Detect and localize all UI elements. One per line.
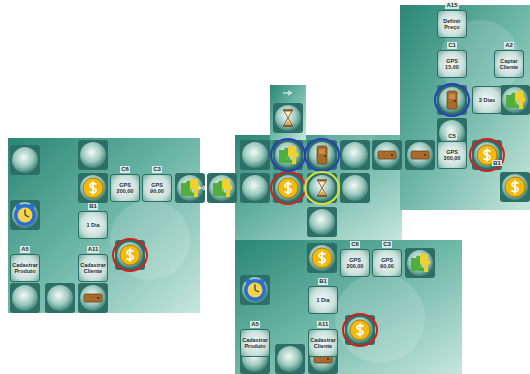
- tile-text: Captar Cliente: [494, 50, 524, 78]
- board-tile: A11Cadastrar Cliente: [308, 321, 338, 357]
- board-tile: B11 Dia: [78, 203, 108, 239]
- board-tile: C3GPS 90,00: [372, 241, 402, 277]
- board-tile: C5GPS 300,00: [437, 133, 467, 169]
- board-tile: A5Cadastrar Produto: [10, 246, 40, 282]
- tile-code: C5: [447, 133, 457, 140]
- tile-code: A5: [20, 246, 30, 253]
- board-tile: C1GPS 15,00: [437, 42, 467, 78]
- tile-code: A15: [445, 2, 458, 9]
- board-tile: A5Cadastrar Produto: [240, 321, 270, 357]
- tile-code: A2: [504, 42, 514, 49]
- tile-text: 1 Dia: [78, 211, 108, 239]
- tile-code: C1: [447, 42, 457, 49]
- board-tile: C6GPS 200,00: [110, 166, 140, 202]
- tile-text: Cadastrar Cliente: [78, 254, 108, 282]
- tile-text: Cadastrar Produto: [10, 254, 40, 282]
- board-tile: A2Captar Cliente: [494, 42, 524, 78]
- board-tile: A11Cadastrar Cliente: [78, 246, 108, 282]
- tile-text: GPS 15,00: [437, 50, 467, 78]
- tile-code: C6: [350, 241, 360, 248]
- board-tile: 2 Dias: [472, 86, 502, 114]
- board-tile: A15Definir Preço: [437, 2, 467, 38]
- tile-text: GPS 200,00: [340, 249, 370, 277]
- tile-code: B1: [88, 203, 98, 210]
- board-tile: B11 Dia: [308, 278, 338, 314]
- tile-code: B1: [492, 160, 502, 167]
- tile-text: GPS 90,00: [372, 249, 402, 277]
- tile-text: Cadastrar Produto: [240, 329, 270, 357]
- tile-code: A5: [250, 321, 260, 328]
- tile-text: GPS 200,00: [110, 174, 140, 202]
- tile-code: A11: [317, 321, 330, 328]
- tile-code: C3: [382, 241, 392, 248]
- tile-code: A11: [87, 246, 100, 253]
- tile-text: 2 Dias: [472, 86, 502, 114]
- tile-code: B1: [318, 278, 328, 285]
- tile-text: GPS 90,00: [142, 174, 172, 202]
- tile-text: Cadastrar Cliente: [308, 329, 338, 357]
- board-tile: C6GPS 200,00: [340, 241, 370, 277]
- tile-text: Definir Preço: [437, 10, 467, 38]
- tile-text: GPS 300,00: [437, 141, 467, 169]
- tile-text: 1 Dia: [308, 286, 338, 314]
- tile-code: C3: [152, 166, 162, 173]
- board-tile: C3GPS 90,00: [142, 166, 172, 202]
- tile-code: C6: [120, 166, 130, 173]
